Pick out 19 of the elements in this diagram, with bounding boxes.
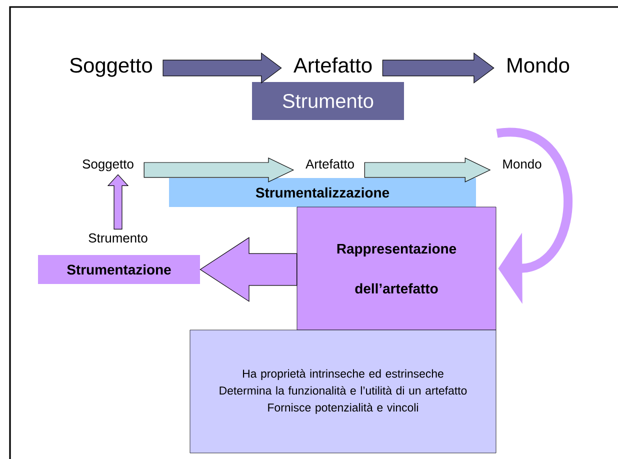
block-arrow	[364, 158, 491, 182]
word-label: Artefatto	[306, 159, 354, 169]
block-arrow	[107, 174, 129, 230]
word-label: Mondo	[503, 159, 542, 169]
tool-box: Strumento	[252, 82, 404, 120]
representation-box: Rappresentazione dell’artefatto	[296, 206, 496, 330]
band-box: Strumentazione	[38, 255, 200, 284]
block-arrow	[144, 158, 294, 182]
word-label: Strumento	[88, 233, 148, 243]
word-label: Soggetto	[82, 159, 134, 172]
description-box: Ha proprietà intrinseche ed estrinseche Determina la funzionalità e l’utilità di un artefatto Fornisce potenzialità e vincoli	[190, 330, 496, 454]
word-label: Mondo	[508, 57, 570, 73]
block-arrow	[200, 237, 298, 302]
band-box: Strumentalizzazione	[169, 178, 476, 207]
curved-arrow	[496, 128, 572, 304]
word-label: Artefatto	[294, 57, 372, 73]
word-label: Soggetto	[70, 58, 152, 77]
block-arrow	[162, 52, 282, 84]
block-arrow	[382, 52, 494, 84]
